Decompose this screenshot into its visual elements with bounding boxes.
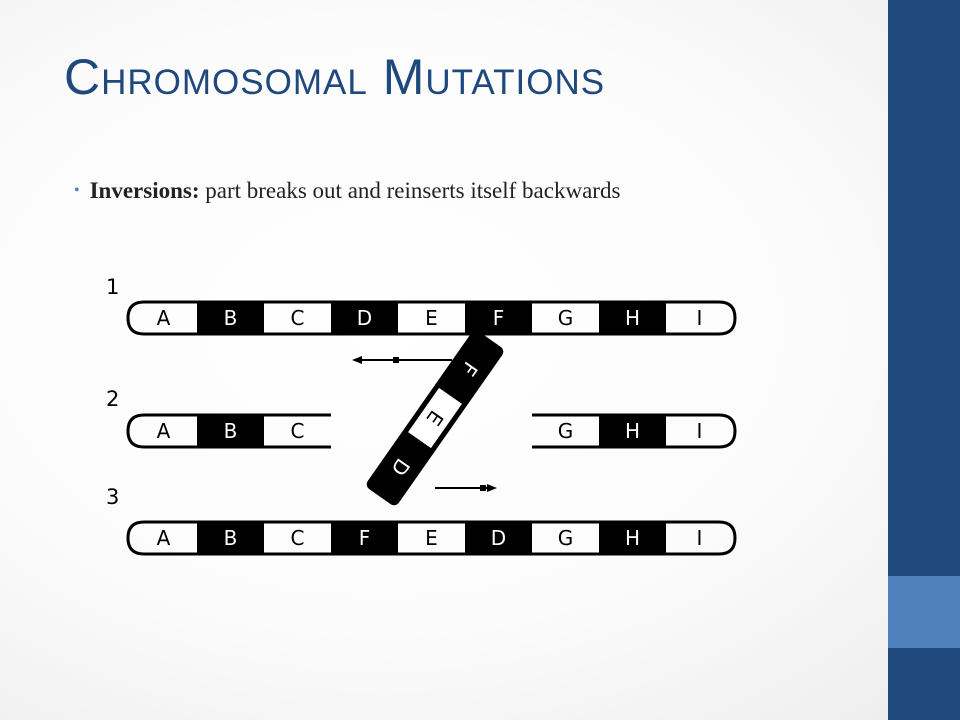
original-label-i: I [697,306,703,330]
chromosome-broken-left: A B C [126,413,331,449]
bullet-term: Inversions: [89,178,200,203]
original-label-h: H [625,306,640,330]
chromosome-broken-right: G H I [532,413,737,449]
step-number-1: 1 [106,275,119,299]
broken-right-label-h: H [625,419,640,443]
broken-left-label-b: B [224,419,238,443]
inverted-fill-b [197,522,264,554]
sidebar-accent-block [888,576,960,648]
arrow-top-head [352,356,362,364]
bullet-point: • Inversions: part breaks out and reinser… [74,178,620,204]
broken-left-label-a: A [157,419,171,443]
original-fill-d [331,302,398,334]
inverted-label-b: B [224,526,238,550]
original-fill-f [465,302,532,334]
original-label-c: C [291,306,305,330]
original-label-d: D [357,306,372,330]
chromosome-original: A B C D E F G H I [126,300,737,336]
bullet-icon: • [74,182,80,199]
chromosome-broken-left-outline [126,413,331,449]
arrow-top-marker [393,357,399,363]
broken-right-label-i: I [697,419,703,443]
arrow-bottom-marker [480,485,486,491]
original-label-f: F [493,306,505,330]
slide-title: Chromosomal Mutations [64,49,606,105]
original-label-b: B [224,306,238,330]
inverted-label-d: D [491,526,506,550]
original-fill-b [197,302,264,334]
arrow-bottom-head [487,484,497,492]
inverted-label-c: C [291,526,305,550]
inverted-fill-h [599,522,666,554]
original-label-a: A [157,306,171,330]
broken-right-label-g: G [558,419,574,443]
step-number-2: 2 [106,387,119,411]
inverted-label-e: E [425,526,438,550]
inverted-label-a: A [157,526,171,550]
original-label-e: E [425,306,438,330]
inverted-fill-f [331,522,398,554]
chromosome-original-outline [126,300,737,336]
broken-right-fill-h [599,415,666,447]
inverted-fill-d [465,522,532,554]
step-number-3: 3 [106,485,119,509]
original-fill-h [599,302,666,334]
broken-left-fill-b [197,415,264,447]
broken-left-label-c: C [291,419,305,443]
inverted-label-g: G [558,526,574,550]
inverted-label-f: F [359,526,371,550]
broken-piece-def: DEF [366,330,504,506]
inverted-label-h: H [625,526,640,550]
original-label-g: G [558,306,574,330]
bullet-text: part breaks out and reinserts itself bac… [205,178,621,203]
chromosome-broken-right-outline [532,413,737,449]
chromosome-inverted-outline [126,520,737,556]
rotation-arrows [352,356,497,492]
inverted-label-i: I [697,526,703,550]
broken-piece-cell-e [408,387,462,449]
